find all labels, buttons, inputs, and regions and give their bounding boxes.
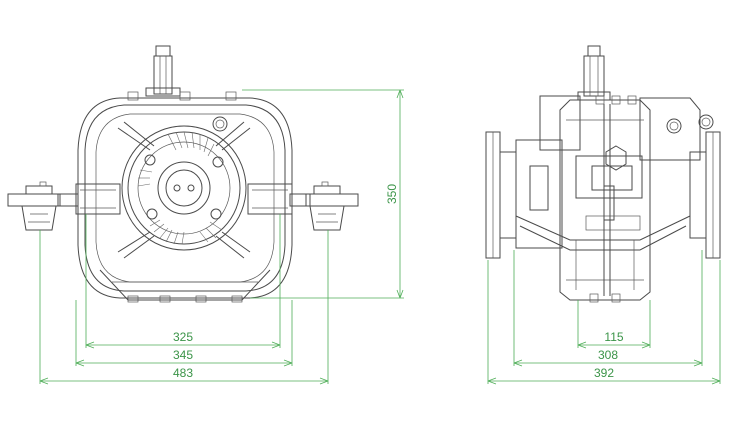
- left-flange: [485, 131, 563, 259]
- hub-hatching: [137, 131, 223, 245]
- front-view: 325 345 483 350: [7, 45, 404, 385]
- side-top-shaft: [577, 45, 611, 101]
- front-housing: [77, 91, 293, 303]
- dimension-350: 350: [385, 184, 399, 204]
- front-hub: [121, 125, 247, 251]
- side-dimensions: 115 308 392: [487, 250, 721, 385]
- right-mount: [247, 181, 359, 231]
- right-flange: [689, 131, 721, 259]
- dimension-392: 392: [594, 366, 614, 380]
- side-view: 115 308 392: [485, 45, 721, 385]
- side-body: [515, 95, 714, 303]
- front-base: [99, 269, 271, 301]
- dimension-115: 115: [604, 330, 623, 344]
- dimension-483: 483: [173, 366, 193, 380]
- top-shaft: [145, 45, 181, 97]
- left-mount: [7, 181, 121, 231]
- dimension-308: 308: [598, 348, 618, 362]
- spokes: [117, 121, 251, 259]
- front-dimensions: 325 345 483 350: [39, 89, 404, 385]
- dimension-325: 325: [173, 330, 193, 344]
- dimension-345: 345: [173, 348, 193, 362]
